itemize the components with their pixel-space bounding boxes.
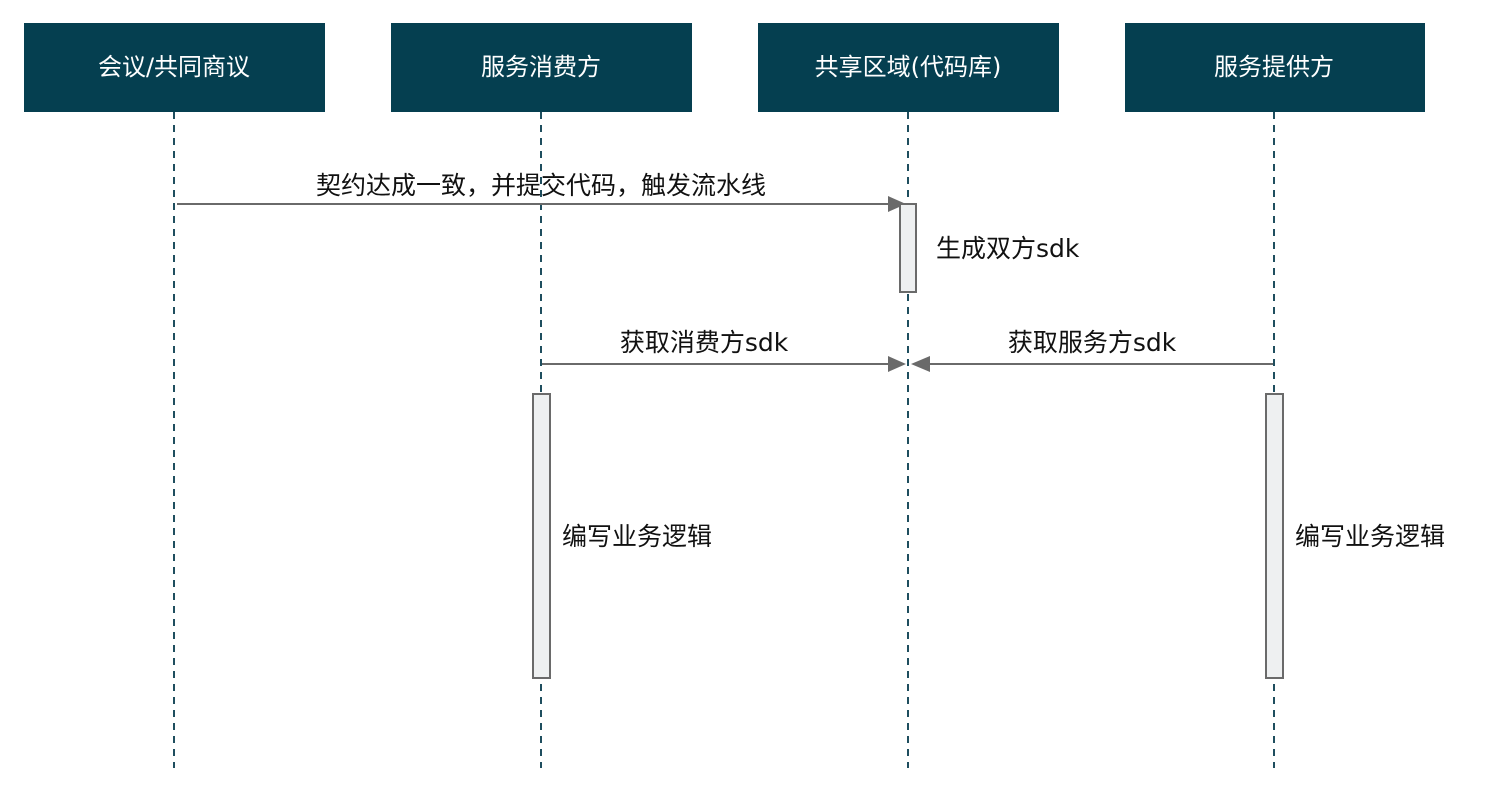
activation-provider-logic-label: 编写业务逻辑	[1295, 522, 1445, 551]
participant-provider-label: 服务提供方	[1214, 53, 1334, 81]
activation-consumer-logic-label: 编写业务逻辑	[562, 522, 712, 551]
arrowhead-left	[911, 356, 930, 372]
activation-provider-logic: 编写业务逻辑	[1265, 393, 1445, 679]
arrowhead-right	[888, 356, 906, 372]
participant-provider: 服务提供方	[1125, 23, 1425, 112]
participant-meeting: 会议/共同商议	[24, 23, 325, 112]
message-get-provider-sdk: 获取服务方sdk	[911, 328, 1273, 372]
activation-consumer-logic: 编写业务逻辑	[532, 393, 712, 679]
activation-generate-sdk-box	[899, 203, 917, 293]
activation-generate-sdk: 生成双方sdk	[899, 203, 1080, 293]
message-commit-contract-label: 契约达成一致，并提交代码，触发流水线	[316, 171, 766, 200]
message-get-consumer-sdk: 获取消费方sdk	[542, 328, 906, 372]
participant-consumer-label: 服务消费方	[481, 53, 601, 81]
arrowhead-right	[888, 196, 906, 212]
message-get-consumer-sdk-label: 获取消费方sdk	[620, 328, 789, 357]
participant-shared-area: 共享区域(代码库)	[758, 23, 1059, 112]
activation-provider-logic-box	[1265, 393, 1284, 679]
participant-meeting-label: 会议/共同商议	[98, 53, 250, 81]
participant-shared-area-label: 共享区域(代码库)	[815, 53, 1002, 81]
participant-consumer: 服务消费方	[391, 23, 692, 112]
message-get-provider-sdk-label: 获取服务方sdk	[1008, 328, 1177, 357]
activation-generate-sdk-label: 生成双方sdk	[936, 234, 1080, 263]
message-commit-contract: 契约达成一致，并提交代码，触发流水线	[177, 171, 906, 212]
activation-consumer-logic-box	[532, 393, 551, 679]
